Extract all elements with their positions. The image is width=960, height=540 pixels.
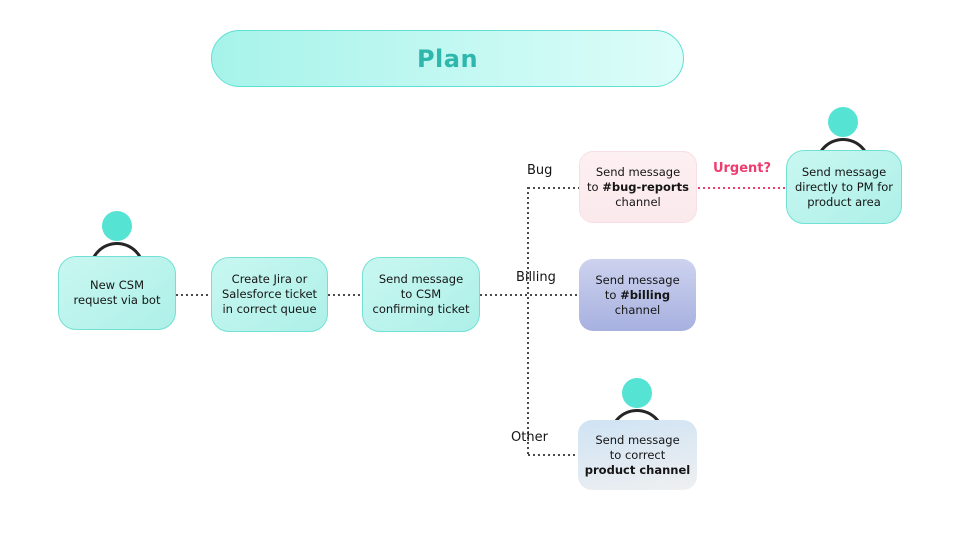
- person-head-icon: [102, 211, 132, 241]
- plan-title-shape[interactable]: Plan: [211, 30, 684, 87]
- node-confirm-ticket[interactable]: Send message to CSM confirming ticket: [362, 257, 480, 332]
- node-product-channel[interactable]: Send message to correct product channel: [578, 420, 697, 490]
- node-text-line: Send message: [595, 432, 680, 447]
- node-new-csm-request[interactable]: New CSM request via bot: [58, 256, 176, 330]
- node-text-line: product channel: [585, 463, 690, 478]
- node-text-line: channel: [615, 194, 661, 209]
- node-text-line: to #bug-reports: [587, 179, 689, 194]
- node-text-line: to correct: [609, 447, 666, 462]
- node-text-line: Send message: [595, 164, 681, 179]
- branch-label-bug: Bug: [527, 163, 553, 178]
- connector-urgent: [698, 187, 786, 189]
- node-text-line: to CSM: [400, 287, 442, 301]
- plan-title-label: Plan: [416, 44, 479, 73]
- node-bug-reports-channel[interactable]: Send message to #bug-reports channel: [579, 151, 697, 223]
- node-text-line: to #billing: [604, 287, 671, 302]
- node-text-line: Send message: [595, 272, 680, 287]
- person-head-icon: [828, 107, 858, 137]
- node-text-line: request via bot: [73, 293, 161, 307]
- connector-branch-vertical: [527, 187, 529, 455]
- branch-label-billing: Billing: [516, 270, 556, 285]
- node-text-line: directly to PM for: [794, 179, 894, 194]
- node-text-line: Send message: [378, 272, 464, 286]
- node-text-line: Salesforce ticket: [221, 287, 318, 301]
- node-text-line: channel: [614, 302, 661, 317]
- node-create-ticket[interactable]: Create Jira or Salesforce ticket in corr…: [211, 257, 328, 332]
- connector-branch-other: [528, 454, 578, 456]
- person-head-icon: [622, 378, 652, 408]
- node-text-line: product area: [807, 194, 881, 209]
- node-text-line: New CSM: [90, 278, 144, 292]
- node-text-line: Send message: [801, 164, 887, 179]
- condition-label-urgent: Urgent?: [712, 161, 772, 176]
- node-text-line: Create Jira or: [231, 272, 308, 286]
- node-billing-channel[interactable]: Send message to #billing channel: [579, 259, 696, 331]
- connector-request-ticket: [176, 294, 211, 296]
- channel-name: product channel: [584, 462, 691, 477]
- node-text-line: confirming ticket: [372, 302, 470, 316]
- connector-confirm-billing: [480, 294, 579, 296]
- connector-branch-bug: [528, 187, 579, 189]
- channel-name: #billing: [620, 287, 671, 302]
- branch-label-other: Other: [511, 430, 548, 445]
- node-text-line: in correct queue: [222, 302, 317, 316]
- node-message-pm[interactable]: Send message directly to PM for product …: [786, 150, 902, 224]
- connector-ticket-confirm: [328, 294, 362, 296]
- channel-name: #bug-reports: [602, 179, 689, 194]
